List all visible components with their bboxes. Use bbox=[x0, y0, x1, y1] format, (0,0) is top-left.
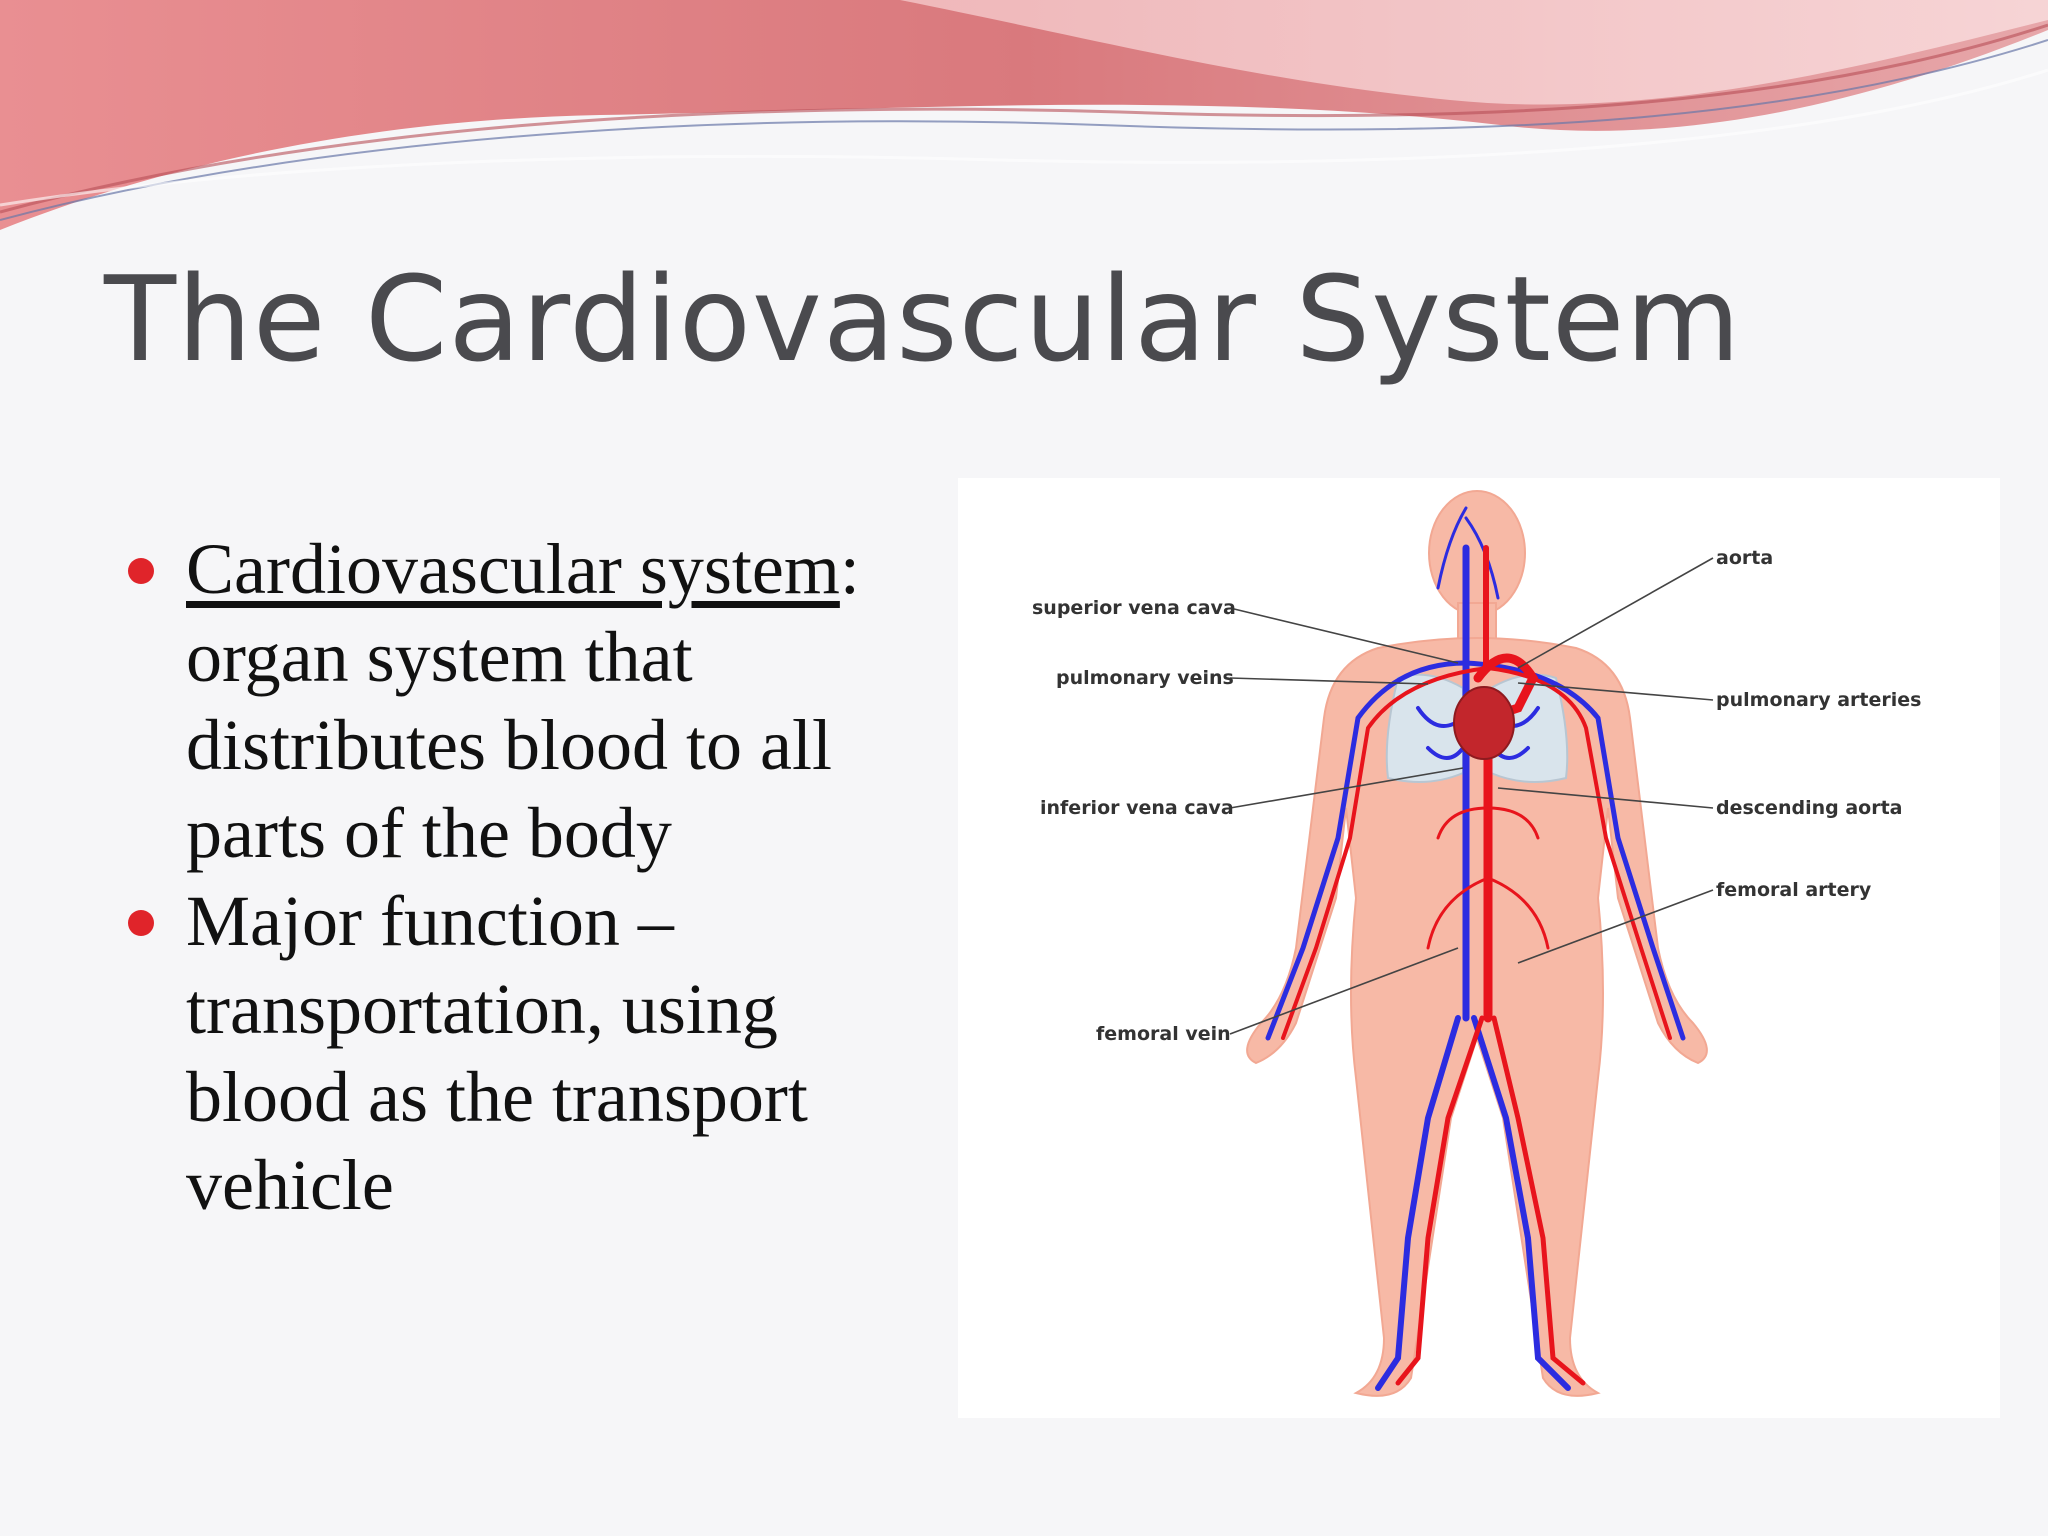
diagram-svg: aorta superior vena cava pulmonary veins… bbox=[1032, 490, 1921, 1397]
heart-shape bbox=[1453, 686, 1515, 760]
label-femoral-artery: femoral artery bbox=[1716, 879, 1872, 901]
bullet-term: Cardiovascular system bbox=[186, 529, 840, 609]
label-descending-aorta: descending aorta bbox=[1716, 797, 1902, 819]
veins bbox=[1265, 506, 1686, 1391]
lungs bbox=[1385, 673, 1569, 783]
bullet-text: Major function – transportation, using b… bbox=[186, 881, 808, 1225]
header-wave-decoration bbox=[0, 0, 2048, 230]
bullet-item-definition: Cardiovascular system: organ system that… bbox=[120, 525, 940, 877]
label-pulmonary-arteries: pulmonary arteries bbox=[1716, 689, 1921, 711]
arteries bbox=[1281, 545, 1672, 1386]
label-femoral-vein: femoral vein bbox=[1096, 1023, 1231, 1045]
body-silhouette bbox=[1246, 490, 1708, 1397]
bullet-list: Cardiovascular system: organ system that… bbox=[120, 525, 940, 1229]
label-inferior-vena-cava: inferior vena cava bbox=[1040, 797, 1234, 819]
circulatory-system-diagram: aorta superior vena cava pulmonary veins… bbox=[958, 478, 2000, 1418]
bullet-dot-icon bbox=[128, 558, 154, 584]
label-pulmonary-veins: pulmonary veins bbox=[1056, 667, 1234, 689]
bullet-text: organ system that distributes blood to a… bbox=[186, 617, 832, 873]
label-aorta: aorta bbox=[1716, 547, 1773, 569]
slide-title: The Cardiovascular System bbox=[104, 250, 1742, 388]
bullet-term-colon: : bbox=[839, 529, 860, 609]
leader-lines bbox=[1229, 557, 1714, 1035]
label-superior-vena-cava: superior vena cava bbox=[1032, 597, 1236, 619]
bullet-dot-icon bbox=[128, 910, 154, 936]
bullet-item-function: Major function – transportation, using b… bbox=[120, 877, 940, 1229]
